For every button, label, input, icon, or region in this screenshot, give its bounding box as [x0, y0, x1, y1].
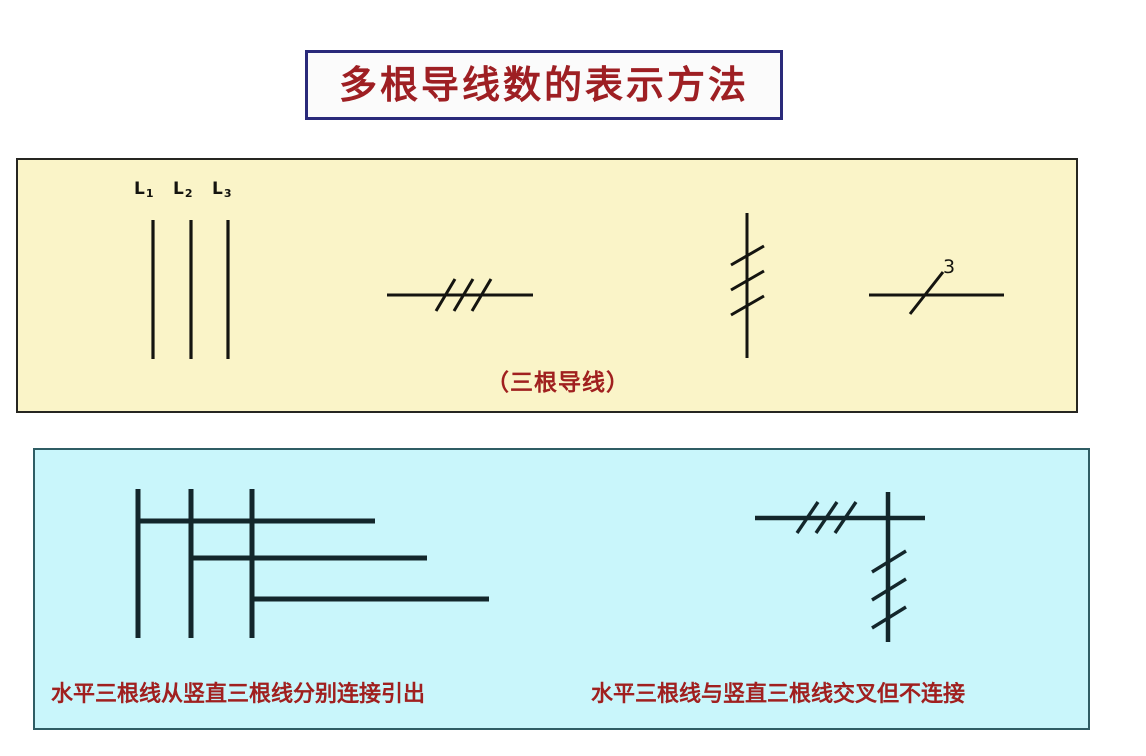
three-vertical-conductor-lines — [151, 220, 230, 359]
panel-top-inner: L1 L2 L3 — [18, 160, 1076, 411]
panel-conductor-notations: L1 L2 L3 — [16, 158, 1078, 413]
phase-label-l3: L3 — [212, 179, 232, 200]
diagram-connected-branches — [135, 489, 489, 638]
bottom-diagrams-stage — [135, 489, 925, 642]
caption-connected-branches: 水平三根线从竖直三根线分别连接引出 — [51, 681, 426, 707]
symbol-vertical-three-slashes — [730, 213, 765, 358]
diagram-crossing-not-connected — [755, 492, 925, 642]
phase-label-l3-subscript: 3 — [223, 187, 232, 200]
caption-three-wires: （三根导线） — [486, 369, 630, 396]
symbol-three-separate-vertical-conductors: 3 — [151, 213, 1004, 359]
panel-connection-examples — [33, 448, 1090, 730]
panel-bottom-inner — [35, 450, 1088, 728]
phase-label-l1: L1 — [134, 179, 154, 200]
conductor-count-label: 3 — [943, 256, 955, 278]
phase-label-l2: L2 — [173, 179, 193, 200]
symbol-horizontal-three-slashes — [387, 278, 533, 312]
phase-label-l2-subscript: 2 — [184, 187, 193, 200]
caption-crossing-not-connected: 水平三根线与竖直三根线交叉但不连接 — [591, 681, 966, 707]
phase-label-l1-subscript: 1 — [145, 187, 154, 200]
page-title-box: 多根导线数的表示方法 — [305, 50, 783, 120]
symbol-horizontal-single-slash-numbered: 3 — [869, 256, 1004, 315]
page-title: 多根导线数的表示方法 — [338, 62, 749, 107]
